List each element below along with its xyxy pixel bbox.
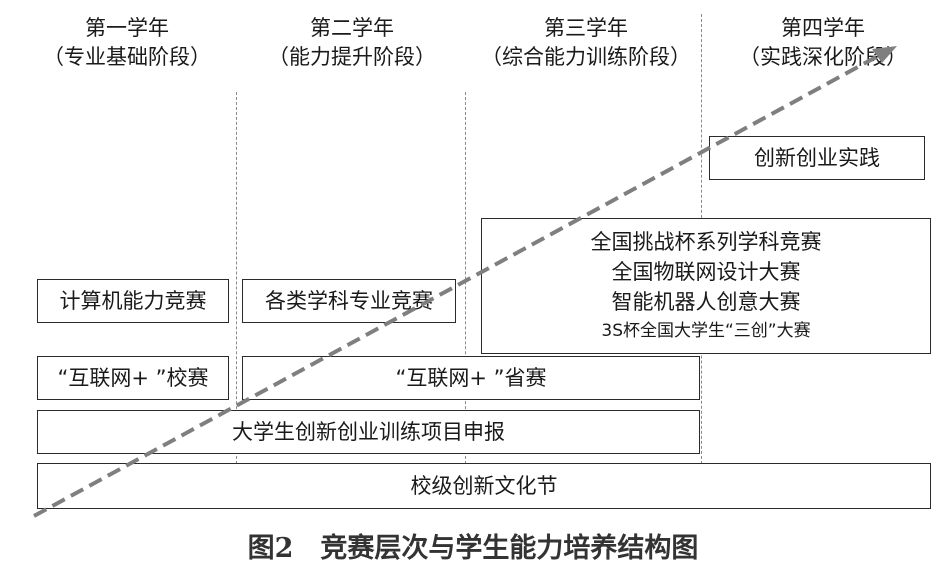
competition-line: 智能机器人创意大赛 xyxy=(611,290,801,314)
competition-line: 3S杯全国大学生“三创”大赛 xyxy=(601,321,811,341)
competition-line: 全国挑战杯系列学科竞赛 xyxy=(590,230,822,254)
box-culture-festival: 校级创新文化节 xyxy=(37,463,931,509)
stage-subtitle: （综合能力训练阶段） xyxy=(481,45,691,69)
box-label: 大学生创新创业训练项目申报 xyxy=(232,420,505,444)
stage-title: 第一学年 xyxy=(85,16,169,40)
stage-subtitle: （能力提升阶段） xyxy=(268,45,436,69)
box-national-competitions: 全国挑战杯系列学科竞赛 全国物联网设计大赛 智能机器人创意大赛 3S杯全国大学生… xyxy=(481,218,931,354)
stage-header-year-4: 第四学年 （实践深化阶段） xyxy=(712,14,934,72)
stage-header-year-3: 第三学年 （综合能力训练阶段） xyxy=(466,14,706,72)
stage-divider-1 xyxy=(236,92,237,464)
box-label: 各类学科专业竞赛 xyxy=(265,289,433,313)
stage-title: 第二学年 xyxy=(310,16,394,40)
box-label: 计算机能力竞赛 xyxy=(59,289,207,313)
box-label: “互联网+ ”省赛 xyxy=(395,366,547,390)
figure-caption: 图2 竞赛层次与学生能力培养结构图 xyxy=(247,533,699,564)
box-internet-plus-school: “互联网+ ”校赛 xyxy=(37,356,229,400)
stage-subtitle: （专业基础阶段） xyxy=(43,45,211,69)
box-student-training-project: 大学生创新创业训练项目申报 xyxy=(37,410,700,454)
box-label: 创新创业实践 xyxy=(754,146,880,170)
stage-divider-2 xyxy=(465,92,466,464)
stage-header-year-1: 第一学年 （专业基础阶段） xyxy=(22,14,232,72)
box-discipline-competitions: 各类学科专业竞赛 xyxy=(242,279,456,323)
box-innovation-practice: 创新创业实践 xyxy=(709,136,925,180)
stage-title: 第三学年 xyxy=(544,16,628,40)
box-label: 校级创新文化节 xyxy=(410,474,558,498)
stage-title: 第四学年 xyxy=(781,16,865,40)
box-label: “互联网+ ”校赛 xyxy=(57,366,209,390)
box-computer-skills: 计算机能力竞赛 xyxy=(37,279,229,323)
competition-line: 全国物联网设计大赛 xyxy=(611,260,801,284)
stage-header-year-2: 第二学年 （能力提升阶段） xyxy=(242,14,462,72)
box-internet-plus-province: “互联网+ ”省赛 xyxy=(242,356,700,400)
stage-subtitle: （实践深化阶段） xyxy=(739,45,907,69)
